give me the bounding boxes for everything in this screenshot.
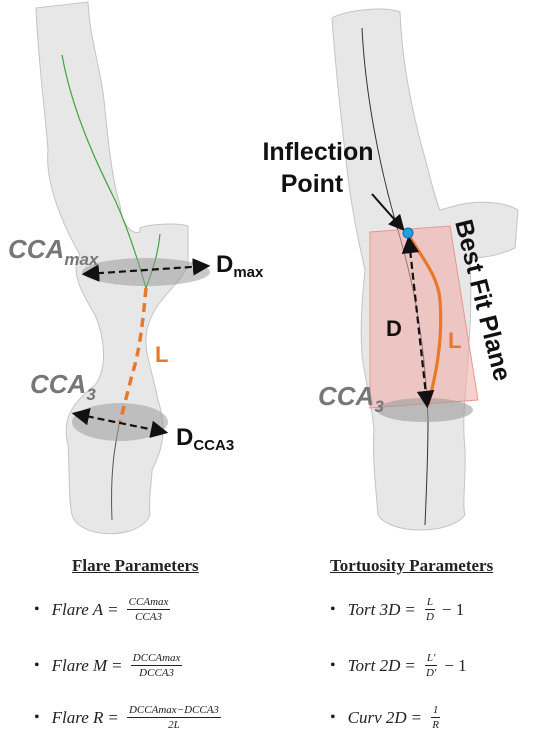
curv-2d-fraction: 1 R (430, 704, 441, 731)
vessel-figure: CCAmax Dmax L CCA3 DCCA3 Inflection Poin… (0, 0, 558, 550)
bullet: • (34, 709, 40, 727)
flare-r-denominator: 2L (166, 718, 182, 731)
curv-2d-numerator: 1 (431, 704, 441, 718)
tort-3d-denominator: D (424, 610, 436, 623)
label-dmax: Dmax (216, 251, 264, 281)
flare-m-denominator: DCCA3 (137, 666, 176, 679)
equals-sign: = (405, 600, 415, 620)
equals-sign: = (112, 656, 122, 676)
label-left-L: L (155, 342, 168, 367)
flare-m-formula: • Flare M = DCCAmax DCCA3 (34, 652, 186, 679)
equals-sign: = (108, 600, 118, 620)
bullet: • (34, 657, 40, 675)
right-ellipse-cca3 (377, 398, 473, 422)
flare-m-name: Flare M (52, 656, 108, 676)
tort-3d-formula: • Tort 3D = L D − 1 (330, 596, 464, 623)
flare-r-numerator: DCCAmax−DCCA3 (127, 704, 221, 718)
equals-sign: = (412, 708, 422, 728)
tort-2d-formula: • Tort 2D = L′ D′ − 1 (330, 652, 467, 679)
flare-a-fraction: CCAmax CCA3 (127, 596, 171, 623)
bullet: • (330, 601, 336, 619)
label-inflection-line2: Point (281, 170, 344, 198)
curv-2d-denominator: R (430, 718, 441, 731)
curv-2d-name: Curv 2D (348, 708, 407, 728)
bullet: • (34, 601, 40, 619)
flare-a-denominator: CCA3 (133, 610, 164, 623)
inflection-point-dot (403, 228, 413, 238)
flare-m-numerator: DCCAmax (131, 652, 183, 666)
tort-3d-numerator: L (425, 596, 435, 610)
equals-sign: = (405, 656, 415, 676)
curv-2d-formula: • Curv 2D = 1 R (330, 704, 445, 731)
flare-parameters-title: Flare Parameters (72, 556, 199, 576)
tort-3d-name: Tort 3D (348, 600, 401, 620)
tort-2d-tail: − 1 (444, 656, 466, 676)
tort-3d-fraction: L D (424, 596, 436, 623)
left-vessel (36, 2, 210, 534)
bullet: • (330, 657, 336, 675)
tort-3d-tail: − 1 (442, 600, 464, 620)
equals-sign: = (108, 708, 118, 728)
flare-a-name: Flare A (52, 600, 103, 620)
label-dcca3: DCCA3 (176, 424, 234, 454)
flare-r-fraction: DCCAmax−DCCA3 2L (127, 704, 221, 731)
label-right-L: L (448, 328, 461, 353)
flare-r-formula: • Flare R = DCCAmax−DCCA3 2L (34, 704, 225, 731)
bullet: • (330, 709, 336, 727)
tort-2d-numerator: L′ (425, 652, 438, 666)
tortuosity-parameters-title: Tortuosity Parameters (330, 556, 493, 576)
flare-a-numerator: CCAmax (127, 596, 171, 610)
flare-r-name: Flare R (52, 708, 104, 728)
tort-2d-fraction: L′ D′ (424, 652, 438, 679)
label-inflection-line1: Inflection (262, 138, 373, 166)
tort-2d-denominator: D′ (424, 666, 438, 679)
flare-a-formula: • Flare A = CCAmax CCA3 (34, 596, 174, 623)
flare-m-fraction: DCCAmax DCCA3 (131, 652, 183, 679)
label-left-cca3: CCA3 (30, 369, 96, 404)
tort-2d-name: Tort 2D (348, 656, 401, 676)
label-right-D: D (386, 316, 402, 341)
